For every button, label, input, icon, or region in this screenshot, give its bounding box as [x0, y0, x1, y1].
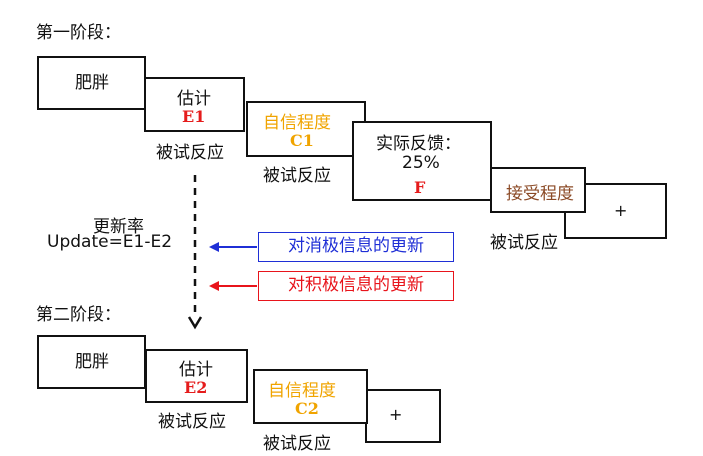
- actual-feedback-value: 25%: [402, 153, 440, 173]
- stage1-confidence-code: C1: [290, 131, 314, 150]
- stage1-estimate-label: 估计: [177, 89, 211, 109]
- stage2-confidence-code: C2: [295, 399, 319, 418]
- positive-update-label: 对积极信息的更新: [288, 275, 424, 295]
- update-rate-label: 更新率: [93, 217, 144, 237]
- actual-feedback-code: F: [414, 178, 426, 197]
- stage2-plus-box: +: [365, 389, 441, 443]
- stage2-reaction-2: 被试反应: [263, 434, 331, 454]
- stage1-plus-sign: +: [614, 201, 628, 220]
- stage2-plus-sign: +: [389, 405, 403, 424]
- stage2-confidence-box: 自信程度 C2: [253, 369, 368, 424]
- stage1-reaction-2: 被试反应: [263, 166, 331, 186]
- negative-arrowhead: [209, 242, 219, 252]
- stage1-reaction-1: 被试反应: [156, 143, 224, 163]
- stage2-obesity-box: 肥胖: [37, 335, 146, 389]
- stage1-title: 第一阶段：: [36, 23, 121, 43]
- stage1-estimate-box: 估计 E1: [144, 77, 245, 132]
- stage1-confidence-box: 自信程度 C1: [246, 101, 366, 157]
- negative-update-box: 对消极信息的更新: [258, 232, 454, 262]
- flow-arrowhead: [187, 316, 203, 330]
- stage2-obesity-label: 肥胖: [75, 352, 109, 372]
- stage2-estimate-box: 估计 E2: [145, 349, 248, 403]
- stage2-estimate-code: E2: [184, 378, 208, 397]
- stage1-feedback-box: 实际反馈： 25% F: [352, 121, 492, 201]
- positive-update-box: 对积极信息的更新: [258, 271, 454, 301]
- stage2-estimate-label: 估计: [179, 360, 213, 380]
- stage1-obesity-label: 肥胖: [75, 73, 109, 93]
- stage1-obesity-box: 肥胖: [37, 56, 146, 110]
- stage1-estimate-code: E1: [182, 107, 206, 126]
- actual-feedback-label: 实际反馈：: [376, 134, 461, 154]
- negative-update-label: 对消极信息的更新: [288, 236, 424, 256]
- stage1-acceptance-box: 接受程度: [490, 167, 586, 213]
- stage1-confidence-label: 自信程度: [263, 113, 331, 133]
- stage2-confidence-label: 自信程度: [268, 381, 336, 401]
- acceptance-label: 接受程度: [506, 184, 574, 204]
- stage2-reaction-1: 被试反应: [158, 412, 226, 432]
- stage2-title: 第二阶段：: [36, 305, 121, 325]
- positive-arrowhead: [209, 281, 219, 291]
- update-formula: Update=E1-E2: [47, 232, 173, 252]
- stage1-reaction-3: 被试反应: [490, 233, 558, 253]
